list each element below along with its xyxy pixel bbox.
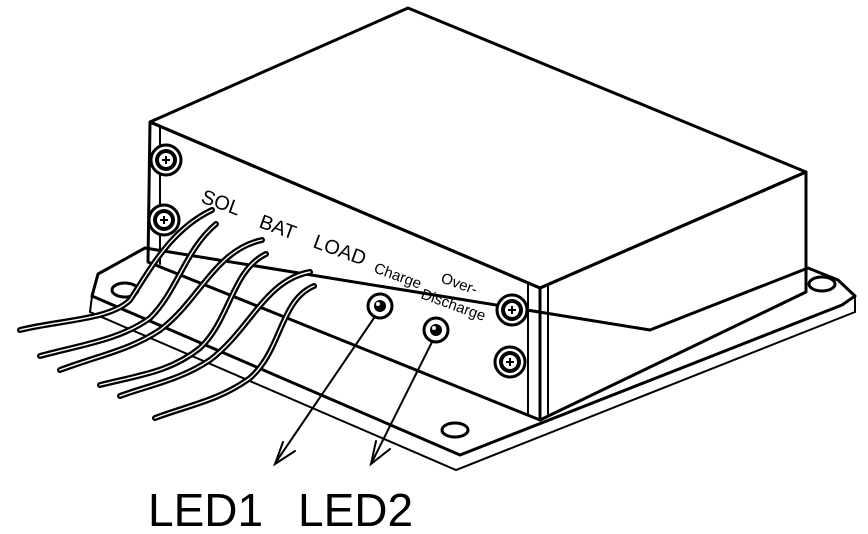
enclosure-box [146,6,808,422]
mounting-hole-right [807,275,837,293]
screw-icon [493,345,527,379]
caption-led2: LED2 [298,484,413,534]
caption-led1: LED1 [148,484,263,534]
mounting-flange [89,246,857,472]
screw-icon [149,143,183,177]
arrow-pointer-icon [369,341,433,467]
screw-icon [147,203,181,237]
mounting-hole-front [440,421,470,439]
led-indicator-icon [422,316,450,344]
led-indicator-icon [366,292,394,320]
screw-icon [495,293,529,327]
label-load: LOAD [310,231,369,270]
arrow-pointer-icon [273,317,375,467]
terminal-wires [17,207,317,421]
